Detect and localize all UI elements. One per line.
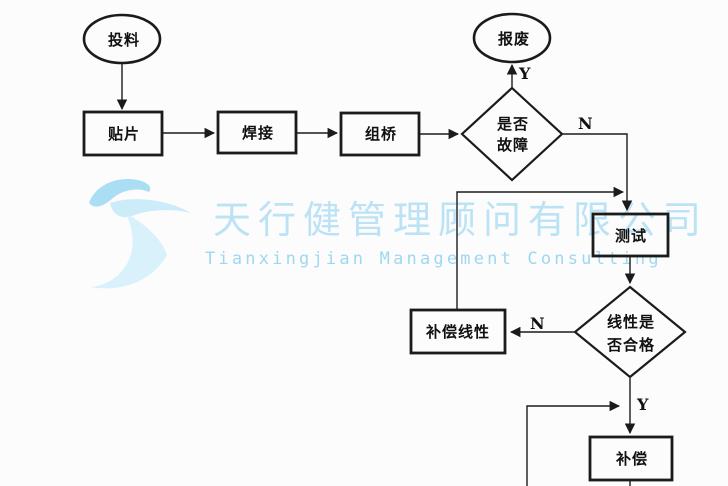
fault-no-label: N <box>578 114 593 133</box>
decision-fault <box>460 86 564 182</box>
process-tiepian-label: 贴片 <box>108 125 140 143</box>
edges <box>116 63 636 486</box>
decision-linear <box>573 285 687 379</box>
edge-bottom-feedback-loop <box>526 400 621 486</box>
process-zuqiao <box>339 111 421 157</box>
decision-fault-label-line1: 是否 <box>496 115 529 133</box>
edge-fault-no-to-ceshi <box>563 133 633 212</box>
process-buchang-xianxing <box>409 308 507 355</box>
logo-tail <box>90 214 167 289</box>
linear-no-label: N <box>530 314 545 333</box>
process-buchang-xianxing-label: 补偿线性 <box>425 323 490 341</box>
terminal-scrap <box>472 12 552 64</box>
process-ceshi-label: 测试 <box>615 227 647 245</box>
edge-compensate-linearity-loop-to-ceshi <box>456 186 625 309</box>
terminal-start-label: 投料 <box>108 31 140 49</box>
decision-fault-label-line2: 故障 <box>497 136 529 154</box>
process-hanjie <box>216 110 298 155</box>
decision-linear-label-line1: 线性是 <box>607 313 655 331</box>
process-hanjie-label: 焊接 <box>242 124 274 142</box>
logo-crescent <box>110 199 191 218</box>
process-zuqiao-label: 组桥 <box>365 125 397 143</box>
watermark-company-name-en: Tianxingjian Management Consulting <box>205 249 662 269</box>
logo-upper-wing <box>89 178 151 207</box>
fault-yes-label: Y <box>518 64 531 83</box>
terminal-scrap-label: 报废 <box>498 30 530 48</box>
decision-linear-label-line2: 否合格 <box>606 336 655 354</box>
linear-yes-label: Y <box>636 395 649 414</box>
nodes: 投料 报废 贴片 焊接 组桥 是否 故障 测试 线性是 否合格 补偿线性 补偿 <box>82 12 687 482</box>
terminal-start <box>82 13 162 65</box>
process-buchang-label: 补偿 <box>615 450 648 468</box>
swoosh-bird-logo-icon <box>89 178 191 289</box>
process-tiepian <box>82 110 164 157</box>
process-ceshi <box>591 212 670 258</box>
process-buchang <box>588 435 674 482</box>
